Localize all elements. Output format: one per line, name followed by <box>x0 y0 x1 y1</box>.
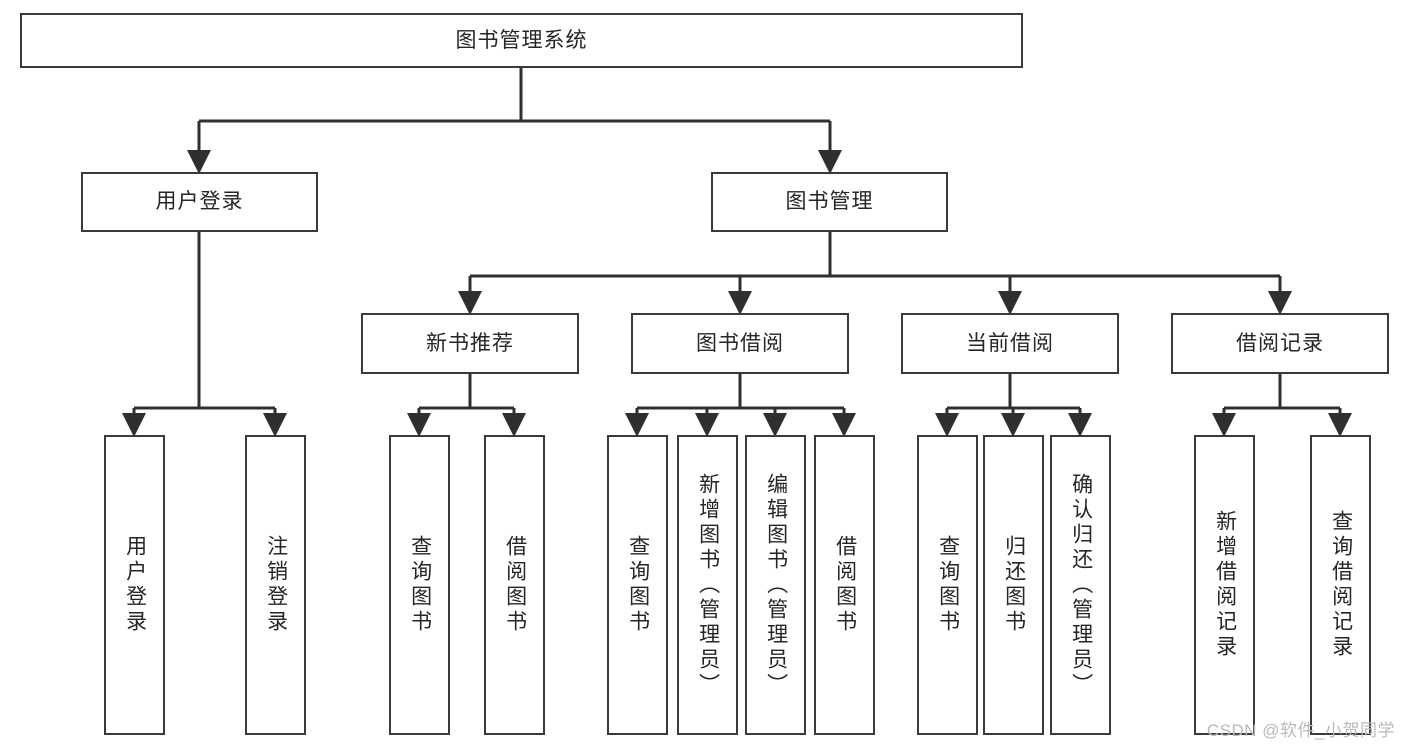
node-label: 借阅图书 <box>833 535 857 635</box>
leaf-user-login-do-login[interactable]: 用户登录 <box>104 435 165 735</box>
leaf-borrow-record-query-record[interactable]: 查询借阅记录 <box>1310 435 1371 735</box>
node-user-login[interactable]: 用户登录 <box>81 172 318 232</box>
node-root-book-management-system[interactable]: 图书管理系统 <box>20 13 1023 68</box>
node-label: 查询图书 <box>626 535 650 635</box>
node-label: 注销登录 <box>264 535 288 635</box>
leaf-book-borrow-add-book-admin[interactable]: 新增图书（管理员） <box>677 435 738 735</box>
node-label: 图书管理 <box>785 190 874 214</box>
node-new-book-recommend[interactable]: 新书推荐 <box>361 313 579 374</box>
node-book-borrow[interactable]: 图书借阅 <box>631 313 849 374</box>
node-label: 新书推荐 <box>426 331 514 355</box>
node-label: 新增图书（管理员） <box>696 472 720 698</box>
node-label: 用户登录 <box>123 535 147 635</box>
node-label: 借阅图书 <box>503 535 527 635</box>
node-book-management[interactable]: 图书管理 <box>711 172 948 232</box>
node-borrow-record[interactable]: 借阅记录 <box>1171 313 1389 374</box>
node-label: 查询图书 <box>936 535 960 635</box>
leaf-new-book-query-book[interactable]: 查询图书 <box>389 435 450 735</box>
node-label: 用户登录 <box>155 190 244 214</box>
node-current-borrow[interactable]: 当前借阅 <box>901 313 1119 374</box>
leaf-current-borrow-return-book[interactable]: 归还图书 <box>983 435 1044 735</box>
leaf-user-login-logout[interactable]: 注销登录 <box>245 435 306 735</box>
leaf-current-borrow-confirm-return-admin[interactable]: 确认归还（管理员） <box>1050 435 1111 735</box>
node-label: 查询图书 <box>408 535 432 635</box>
node-label: 新增借阅记录 <box>1213 510 1237 660</box>
watermark-text: CSDN @软件_小贺同学 <box>1206 721 1395 740</box>
node-label: 归还图书 <box>1002 535 1026 635</box>
node-label: 查询借阅记录 <box>1329 510 1353 660</box>
leaf-book-borrow-edit-book-admin[interactable]: 编辑图书（管理员） <box>745 435 806 735</box>
leaf-current-borrow-query-book[interactable]: 查询图书 <box>917 435 978 735</box>
node-label: 编辑图书（管理员） <box>764 472 788 698</box>
leaf-book-borrow-borrow-book[interactable]: 借阅图书 <box>814 435 875 735</box>
node-label: 图书管理系统 <box>455 28 588 52</box>
leaf-book-borrow-query-book[interactable]: 查询图书 <box>607 435 668 735</box>
node-label: 当前借阅 <box>966 331 1054 355</box>
leaf-new-book-borrow-book[interactable]: 借阅图书 <box>484 435 545 735</box>
node-label: 图书借阅 <box>696 331 784 355</box>
node-label: 借阅记录 <box>1236 331 1324 355</box>
node-label: 确认归还（管理员） <box>1069 472 1093 698</box>
leaf-borrow-record-add-record[interactable]: 新增借阅记录 <box>1194 435 1255 735</box>
